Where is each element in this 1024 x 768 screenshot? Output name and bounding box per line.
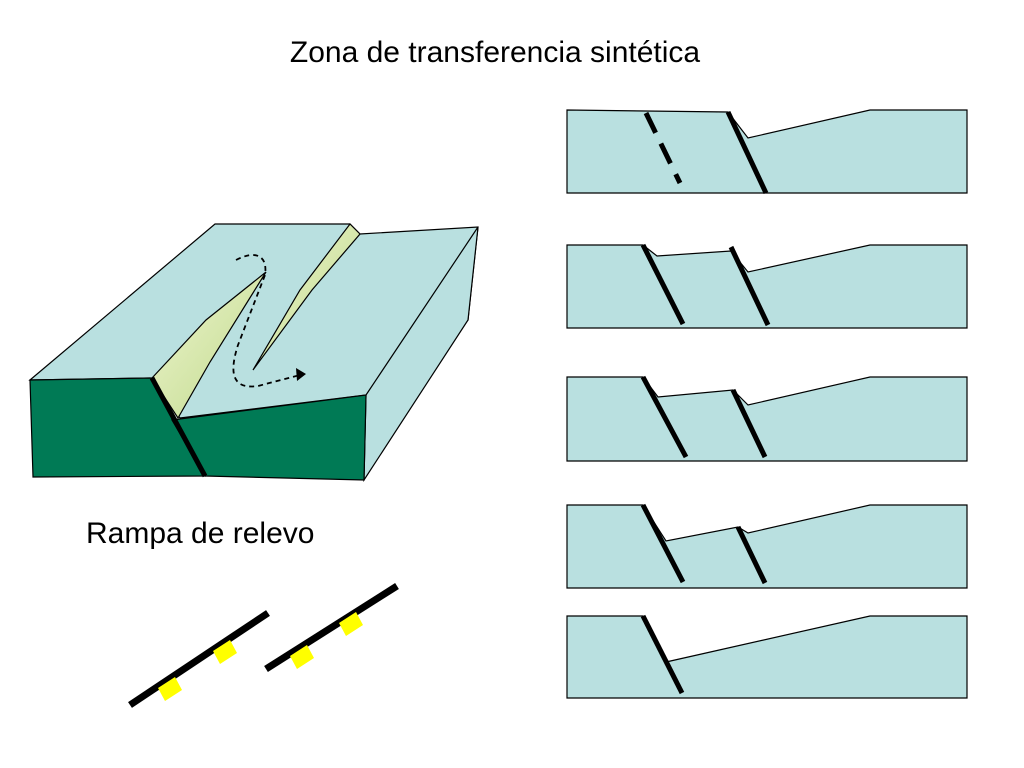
map-fault-lower xyxy=(128,610,270,708)
upper-fault-scarp xyxy=(252,223,361,371)
transfer-arrowhead xyxy=(296,368,306,381)
diagram-title: Zona de transferencia sintética xyxy=(289,36,701,69)
relay-ramp-map-symbol xyxy=(128,583,399,708)
map-fault-upper xyxy=(264,583,399,672)
cross-section-5 xyxy=(566,614,968,699)
map-marker xyxy=(290,645,314,669)
cross-section-3 xyxy=(566,375,968,462)
lower-fault-scarp xyxy=(151,271,267,420)
map-marker xyxy=(339,612,363,636)
block-diagram xyxy=(28,223,479,483)
cross-section-2 xyxy=(566,243,968,329)
transfer-path-arrow xyxy=(232,254,301,388)
cross-section-4 xyxy=(566,503,968,589)
relay-ramp-label: Rampa de relevo xyxy=(86,517,315,550)
cross-section-1 xyxy=(566,109,968,195)
map-marker xyxy=(213,640,237,664)
front-fault-line xyxy=(149,376,208,478)
map-marker xyxy=(158,677,182,701)
